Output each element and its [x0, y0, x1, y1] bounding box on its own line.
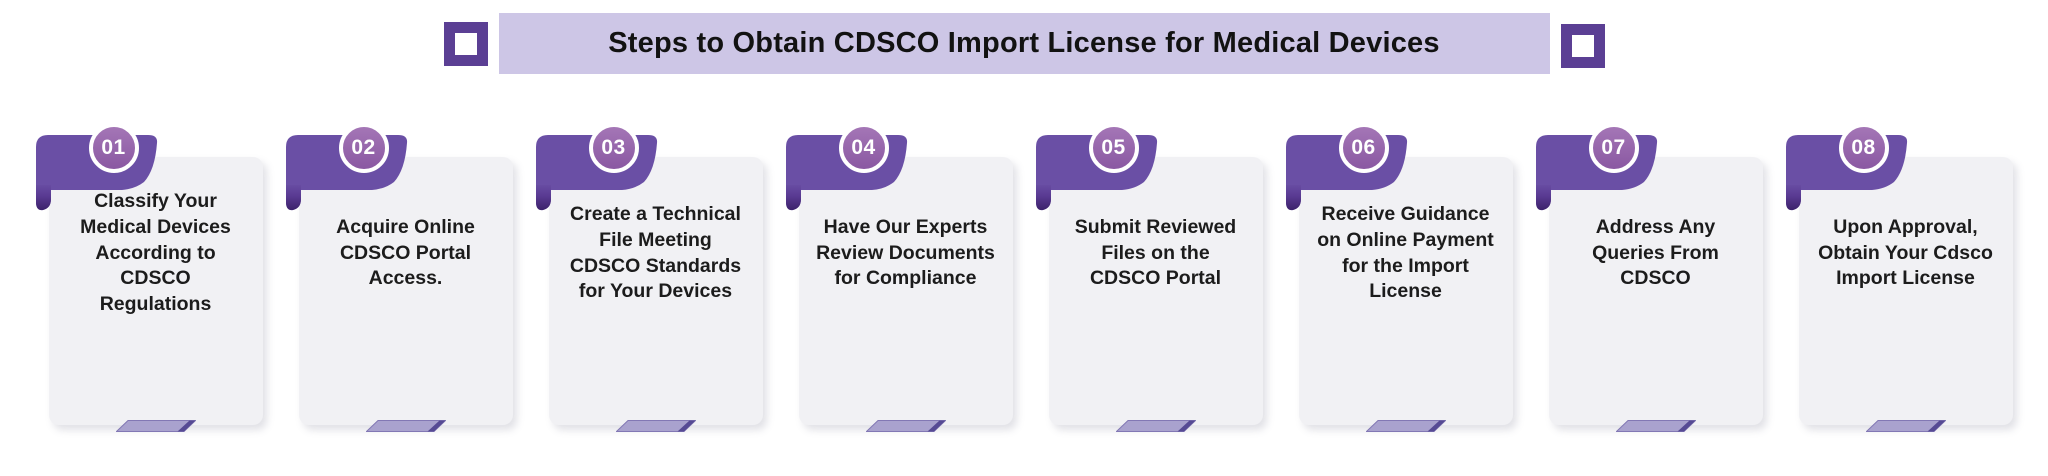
step-number-badge: 03 [588, 123, 639, 173]
step-number-badge: 04 [838, 123, 889, 173]
step-card-body: Create a Technical File Meeting CDSCO St… [548, 157, 763, 425]
step-card-body: Submit Reviewed Files on the CDSCO Porta… [1048, 157, 1263, 425]
step-title: Receive Guidance on Online Payment for t… [1317, 203, 1494, 303]
card-base-platform-icon [365, 420, 446, 432]
step-card-body: Receive Guidance on Online Payment for t… [1298, 157, 1513, 425]
step-title: Upon Approval, Obtain Your Cdsco Import … [1818, 215, 1993, 290]
step-card: Have Our Experts Review Documents for Co… [785, 123, 1013, 438]
card-base-platform-icon [615, 420, 696, 432]
square-outline-icon [1560, 23, 1605, 68]
step-number: 06 [1351, 136, 1376, 159]
step-number: 04 [851, 136, 876, 159]
card-base-platform-icon [1865, 420, 1946, 432]
card-base-platform-icon [115, 420, 196, 432]
page-title: Steps to Obtain CDSCO Import License for… [608, 27, 1440, 59]
step-number-badge: 06 [1338, 123, 1389, 173]
card-base-platform-icon [1115, 420, 1196, 432]
step-number: 08 [1851, 136, 1876, 159]
step-title: Classify Your Medical Devices According … [80, 190, 231, 316]
step-number: 01 [101, 136, 126, 159]
card-base-platform-icon [865, 420, 946, 432]
step-card: Address Any Queries From CDSCO 07 [1535, 123, 1763, 438]
steps-row: Classify Your Medical Devices According … [0, 123, 2048, 438]
step-number-badge: 01 [88, 123, 139, 173]
step-title: Submit Reviewed Files on the CDSCO Porta… [1074, 215, 1237, 290]
step-number-badge: 05 [1088, 123, 1139, 173]
step-card: Upon Approval, Obtain Your Cdsco Import … [1785, 123, 2013, 438]
step-title: Acquire Online CDSCO Portal Access. [336, 215, 475, 290]
step-card-body: Address Any Queries From CDSCO [1548, 157, 1763, 425]
step-card-body: Classify Your Medical Devices According … [48, 157, 263, 425]
step-title: Address Any Queries From CDSCO [1592, 215, 1719, 290]
step-card: Submit Reviewed Files on the CDSCO Porta… [1035, 123, 1263, 438]
step-card: Receive Guidance on Online Payment for t… [1285, 123, 1513, 438]
step-number: 03 [601, 136, 626, 159]
square-outline-icon [443, 21, 488, 66]
header: Steps to Obtain CDSCO Import License for… [0, 13, 2048, 74]
step-number-badge: 07 [1588, 123, 1639, 173]
step-card: Acquire Online CDSCO Portal Access. 02 [285, 123, 513, 438]
step-card: Create a Technical File Meeting CDSCO St… [535, 123, 763, 438]
step-number: 02 [351, 136, 376, 159]
step-number-badge: 08 [1838, 123, 1889, 173]
step-number-badge: 02 [338, 123, 389, 173]
step-card-body: Acquire Online CDSCO Portal Access. [298, 157, 513, 425]
step-number: 05 [1101, 136, 1126, 159]
card-base-platform-icon [1615, 420, 1696, 432]
title-banner: Steps to Obtain CDSCO Import License for… [498, 13, 1550, 74]
step-title: Create a Technical File Meeting CDSCO St… [569, 203, 742, 303]
step-card-body: Have Our Experts Review Documents for Co… [798, 157, 1013, 425]
card-base-platform-icon [1365, 420, 1446, 432]
step-card-body: Upon Approval, Obtain Your Cdsco Import … [1798, 157, 2013, 425]
step-number: 07 [1601, 136, 1626, 159]
step-title: Have Our Experts Review Documents for Co… [816, 215, 995, 290]
step-card: Classify Your Medical Devices According … [35, 123, 263, 438]
